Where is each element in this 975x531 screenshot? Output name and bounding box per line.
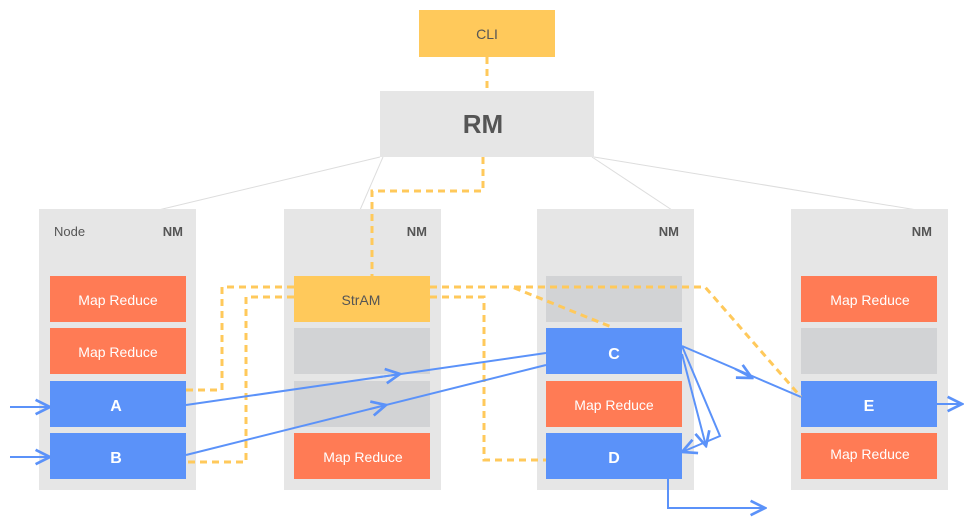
stram-container[interactable] — [294, 276, 430, 322]
rm-link-node2 — [359, 156, 384, 211]
cli-label: CLI — [476, 26, 498, 42]
operator-e[interactable] — [801, 381, 937, 427]
stram-c-control-line — [430, 285, 615, 330]
rm-label: RM — [463, 109, 503, 139]
operator-d[interactable] — [546, 433, 682, 479]
empty-slot — [294, 328, 430, 374]
data-flow-lines — [10, 345, 962, 508]
a-to-c-line — [185, 352, 547, 406]
empty-slot — [801, 328, 937, 374]
stram-e-control-line — [430, 285, 803, 398]
stram-b-control-line — [186, 295, 294, 464]
map-reduce-label: Map Reduce — [78, 344, 158, 360]
control-lines — [186, 57, 803, 464]
rm-box[interactable] — [380, 91, 594, 157]
node-2: NM StrAM Map Reduce — [284, 209, 441, 490]
nm-label: NM — [407, 224, 427, 239]
map-reduce-container[interactable] — [50, 276, 186, 322]
map-reduce-container[interactable] — [801, 276, 937, 322]
empty-slot — [546, 276, 682, 322]
map-reduce-label: Map Reduce — [830, 446, 910, 462]
nm-label: NM — [659, 224, 679, 239]
node-3: NM C Map Reduce D — [537, 209, 694, 490]
rm-stram-control-line — [370, 157, 485, 276]
stram-a-control-line — [186, 285, 294, 392]
a-to-c-arrow — [379, 374, 400, 377]
b-to-c-line — [185, 364, 547, 456]
nm-label: NM — [912, 224, 932, 239]
operator-b-label: B — [110, 450, 122, 467]
stram-d-control-line — [430, 295, 546, 462]
map-reduce-label: Map Reduce — [78, 292, 158, 308]
operator-c-label: C — [608, 346, 620, 363]
node-4: NM Map Reduce E Map Reduce — [791, 209, 948, 490]
operator-e-label: E — [864, 398, 875, 415]
node-1: Node NM Map Reduce Map Reduce A B — [39, 209, 196, 490]
operator-a-label: A — [110, 398, 122, 415]
node-label: Node — [54, 224, 85, 239]
operator-c[interactable] — [546, 328, 682, 374]
operator-d-label: D — [608, 450, 620, 467]
operator-b[interactable] — [50, 433, 186, 479]
map-reduce-container[interactable] — [50, 328, 186, 374]
rm-node-links — [149, 156, 918, 213]
map-reduce-container[interactable] — [801, 433, 937, 479]
c-to-e-arrow — [734, 369, 752, 378]
d-output-arrow — [667, 479, 765, 508]
c-to-d-inner-arrow — [681, 353, 706, 446]
rm-link-node4 — [593, 156, 918, 211]
rm-link-node3 — [591, 156, 673, 211]
rm-link-node1 — [149, 156, 381, 213]
cli-box[interactable] — [419, 10, 555, 57]
empty-slot — [294, 381, 430, 427]
map-reduce-label: Map Reduce — [830, 292, 910, 308]
operator-a[interactable] — [50, 381, 186, 427]
map-reduce-label: Map Reduce — [323, 449, 403, 465]
map-reduce-container[interactable] — [546, 381, 682, 427]
b-to-c-arrow — [369, 405, 386, 409]
map-reduce-label: Map Reduce — [574, 397, 654, 413]
map-reduce-container[interactable] — [294, 433, 430, 479]
nm-label: NM — [163, 224, 183, 239]
stram-label: StrAM — [342, 292, 381, 308]
